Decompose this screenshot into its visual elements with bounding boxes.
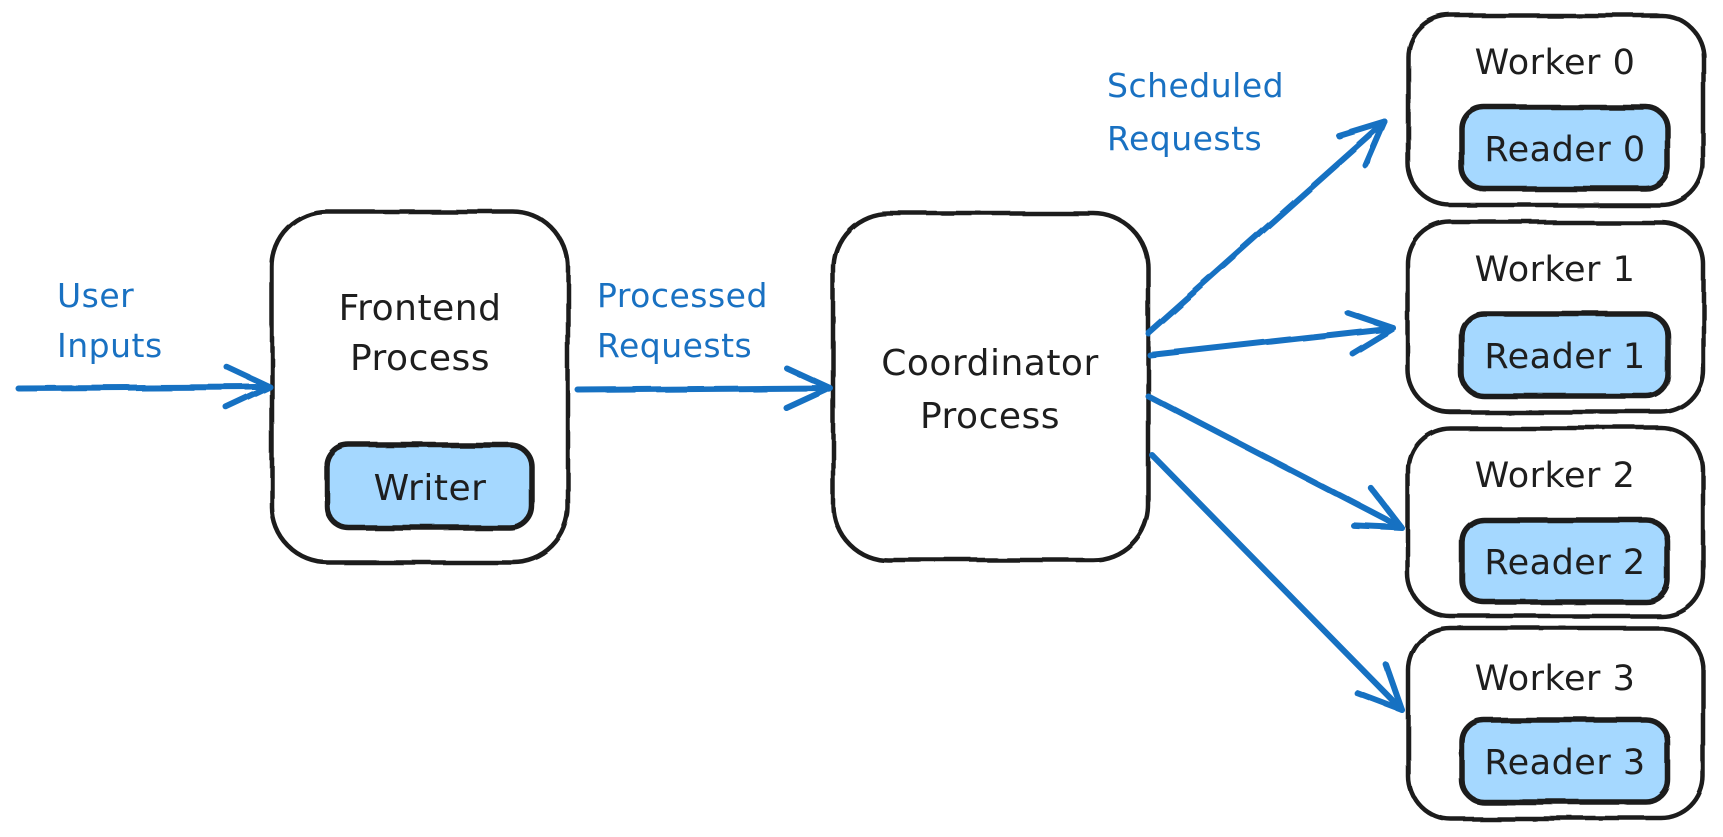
node-shapes — [269, 12, 1706, 821]
scheduled-requests-label-line1: Scheduled — [1107, 66, 1284, 105]
scheduled-requests-label-line2: Requests — [1107, 119, 1262, 158]
arrow-to-worker-0 — [1145, 119, 1388, 336]
writer-box — [324, 442, 535, 531]
reader-0-label: Reader 0 — [1484, 130, 1645, 170]
arrow-user-inputs — [15, 363, 273, 411]
processed-requests-label-line2: Requests — [597, 326, 752, 365]
arrow-to-worker-1-head — [1344, 309, 1396, 356]
arrow-to-worker-1-shaft — [1147, 325, 1396, 358]
worker-0-label: Worker 0 — [1475, 43, 1636, 83]
user-inputs-label-line1: User — [57, 276, 134, 315]
reader-3-box — [1459, 717, 1671, 805]
arrow-user-inputs-shaft — [15, 384, 269, 391]
coordinator-process-box — [830, 210, 1151, 563]
diagram-labels: User Inputs Processed Requests Scheduled… — [57, 43, 1645, 783]
worker-1-label: Worker 1 — [1475, 250, 1636, 290]
coordinator-process-title-line1: Coordinator — [881, 343, 1099, 384]
reader-2-box — [1459, 517, 1671, 605]
worker-3-label: Worker 3 — [1475, 659, 1636, 699]
reader-1-label: Reader 1 — [1484, 337, 1645, 377]
processed-requests-label-line1: Processed — [597, 276, 768, 315]
worker-2-label: Worker 2 — [1475, 456, 1636, 496]
edge-arrows — [15, 119, 1405, 713]
arrow-to-worker-3-shaft — [1149, 452, 1405, 713]
arrow-processed-requests-head — [783, 365, 833, 411]
writer-label: Writer — [374, 468, 487, 509]
arrow-user-inputs-head — [223, 363, 273, 411]
user-inputs-label-line2: Inputs — [57, 326, 163, 365]
arrow-processed-requests-shaft — [575, 385, 829, 393]
arrow-to-worker-2-shaft — [1145, 393, 1405, 531]
coordinator-process-title-line2: Process — [920, 396, 1060, 437]
reader-0-box — [1459, 104, 1671, 192]
arrow-to-worker-3-head — [1354, 661, 1405, 713]
arrow-to-worker-3 — [1149, 452, 1405, 713]
reader-2-label: Reader 2 — [1484, 543, 1645, 583]
arrow-processed-requests — [575, 365, 833, 411]
frontend-process-title-line1: Frontend — [339, 288, 502, 329]
arrow-to-worker-0-head — [1336, 119, 1388, 169]
arrow-to-worker-0-shaft — [1145, 119, 1388, 336]
reader-1-box — [1459, 311, 1671, 399]
arrow-to-worker-2-head — [1351, 486, 1405, 531]
reader-3-label: Reader 3 — [1484, 743, 1645, 783]
frontend-process-title-line2: Process — [350, 338, 490, 379]
arrow-to-worker-2 — [1145, 393, 1405, 531]
arrow-to-worker-1 — [1147, 309, 1396, 358]
